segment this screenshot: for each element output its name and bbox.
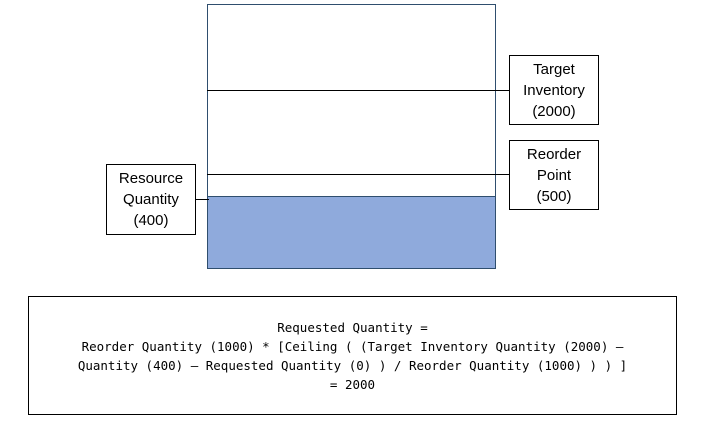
formula-line-3: Quantity (400) – Requested Quantity (0) … (77, 357, 628, 373)
resource-quantity-label-line-2: Quantity (123, 191, 179, 208)
target-inventory-value: (2000) (532, 102, 576, 120)
resource-quantity-value: (400) (133, 212, 169, 229)
formula-line-2: Reorder Quantity (1000) * [Ceiling ( (Ta… (81, 338, 624, 354)
reorder-point-value: (500) (536, 187, 572, 205)
resource-quantity-callout: Resource Quantity (400) (106, 164, 196, 235)
reorder-point-line (207, 174, 509, 175)
resource-quantity-line (195, 199, 209, 200)
reorder-point-label-line-1: Reorder (526, 145, 582, 163)
resource-quantity-label-line-1: Resource (118, 170, 184, 187)
formula-result: = 2000 (329, 376, 376, 392)
reorder-point-label-line-2: Point (536, 166, 572, 184)
target-inventory-callout: Target Inventory (2000) (509, 55, 599, 125)
resource-quantity-fill (208, 196, 495, 268)
target-inventory-label-line-2: Inventory (523, 81, 585, 99)
requested-quantity-formula-box: Requested Quantity = Reorder Quantity (1… (28, 296, 677, 415)
inventory-tank (207, 4, 496, 269)
formula-line-1: Requested Quantity = (277, 319, 428, 335)
reorder-point-callout: Reorder Point (500) (509, 140, 599, 210)
target-inventory-line (207, 90, 509, 91)
target-inventory-label-line-1: Target (533, 60, 575, 78)
